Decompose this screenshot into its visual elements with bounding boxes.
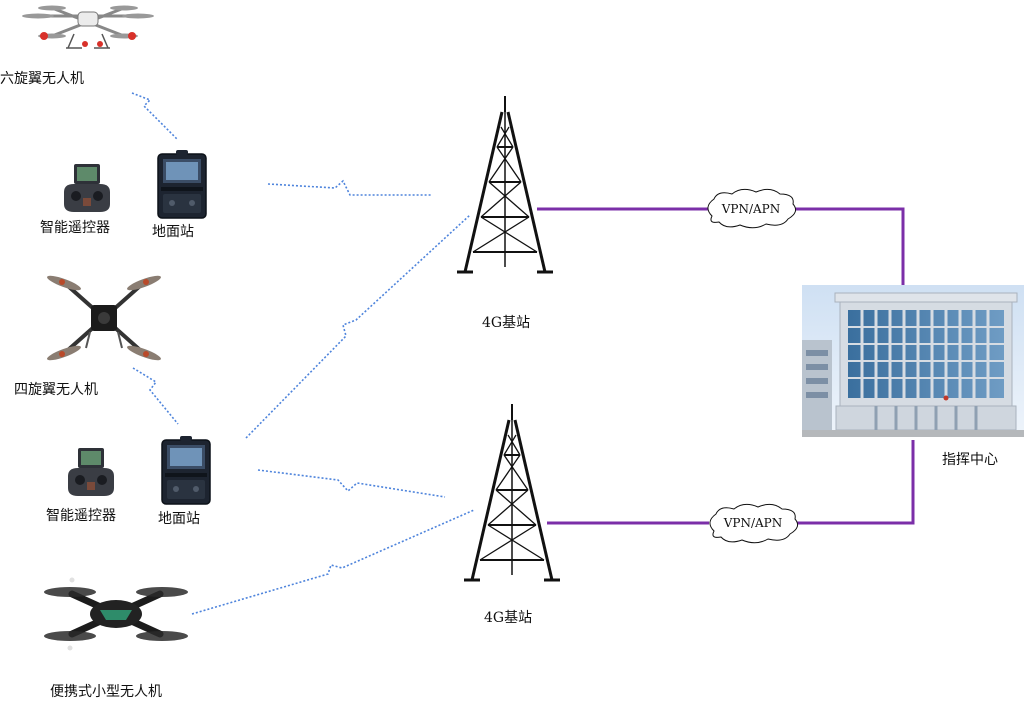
vpn-label-2: VPN/APN xyxy=(723,516,783,530)
ground-station-1-icon xyxy=(157,149,207,219)
tower-2-label: 4G基站 xyxy=(484,609,532,626)
wireless-link-gs2-tower2 xyxy=(257,469,446,498)
wireless-link-hexacopter-gs1 xyxy=(131,92,179,141)
controller-1-label: 智能遥控器 xyxy=(40,220,110,236)
wired-link-tower1-center xyxy=(537,207,905,286)
vpn-cloud-2: VPN/APN xyxy=(709,503,799,544)
wireless-link-gs2-tower1 xyxy=(245,214,471,439)
command-center-building xyxy=(802,285,1024,437)
quadcopter-icon xyxy=(47,275,161,361)
quadcopter-label: 四旋翼无人机 xyxy=(14,382,98,398)
hexacopter-icon xyxy=(22,5,154,49)
wireless-link-gs1-tower1 xyxy=(267,179,432,196)
wireless-link-quad-gs2 xyxy=(132,367,179,425)
tower-1-label: 4G基站 xyxy=(482,314,530,331)
ground-station-2-label: 地面站 xyxy=(158,511,200,527)
tower-2-icon xyxy=(462,402,562,582)
tower-1-icon xyxy=(455,94,555,274)
wireless-links xyxy=(131,92,475,615)
vpn-cloud-1: VPN/APN xyxy=(707,188,797,229)
wireless-link-portable-tower2 xyxy=(191,509,475,615)
wired-link-tower2-center xyxy=(547,440,915,525)
command-center-label: 指挥中心 xyxy=(942,452,998,468)
controller-2-icon xyxy=(68,448,114,496)
portable-drone-icon xyxy=(44,577,188,651)
portable-drone-label: 便携式小型无人机 xyxy=(50,684,162,700)
controller-1-icon xyxy=(64,164,110,212)
hexacopter-label: 六旋翼无人机 xyxy=(0,71,84,87)
wired-links xyxy=(537,207,915,525)
ground-station-1-label: 地面站 xyxy=(152,224,194,240)
controller-2-label: 智能遥控器 xyxy=(46,508,116,524)
ground-station-2-icon xyxy=(161,435,211,505)
vpn-label-1: VPN/APN xyxy=(721,202,781,216)
